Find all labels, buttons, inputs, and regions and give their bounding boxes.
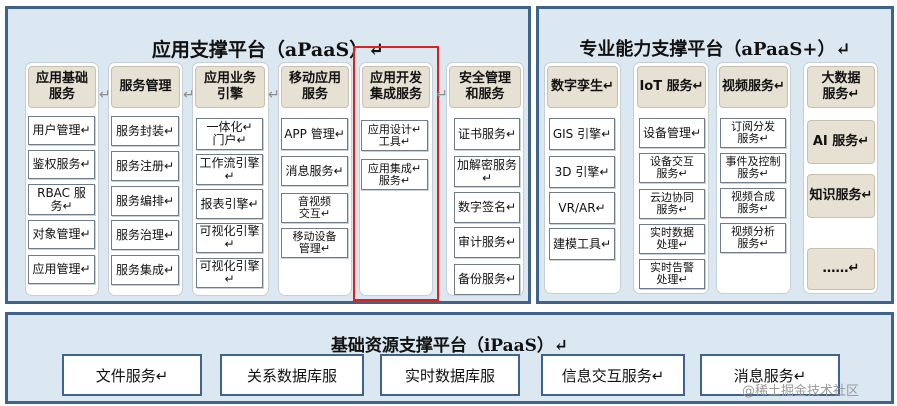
item-modeling-tool: 建模工具↵ xyxy=(549,228,615,260)
item-mobile-device-management: 移动设备 管理↵ xyxy=(281,228,348,258)
item-object-management: 对象管理↵ xyxy=(28,220,95,249)
item-device-interaction-service: 设备交互 服务↵ xyxy=(639,153,705,183)
item-relational-database: 关系数据库服 xyxy=(220,354,364,396)
item-service-integration: 服务集成↵ xyxy=(111,255,179,285)
item-ai-service: AI 服务↵ xyxy=(807,120,875,164)
item-service-registration: 服务注册↵ xyxy=(111,151,179,181)
item-audio-video-interaction: 音视频 交互↵ xyxy=(281,193,348,223)
return-arrow-icon: ↵ xyxy=(268,87,280,103)
item-message-service-base: 消息服务↵ xyxy=(700,354,840,396)
item-app-integration-service: 应用集成↵ 服务↵ xyxy=(361,159,428,190)
header-app-basic-services: 应用基础 服务 xyxy=(28,66,96,108)
item-authentication-service: 鉴权服务↵ xyxy=(28,150,95,179)
apaas-title: 应用支撑平台（aPaaS）↵ xyxy=(151,39,385,61)
item-cloud-edge-collaboration: 云边协同 服务↵ xyxy=(639,189,705,219)
item-app-management-mobile: APP 管理↵ xyxy=(281,118,348,150)
item-realtime-data-processing: 实时数据 处理↵ xyxy=(639,224,705,254)
item-audit-service: 审计服务↵ xyxy=(454,227,520,258)
return-arrow-icon: ↵ xyxy=(99,87,111,103)
item-digital-signature: 数字签名↵ xyxy=(454,192,520,223)
item-file-service: 文件服务↵ xyxy=(62,354,202,396)
item-service-encapsulation: 服务封装↵ xyxy=(111,116,179,146)
item-realtime-alarm-processing: 实时告警 处理↵ xyxy=(639,259,705,289)
item-message-service: 消息服务↵ xyxy=(281,156,348,186)
header-iot-services: IoT 服务↵ xyxy=(637,66,706,108)
item-visualization-engine-2: 可视化引擎↵ xyxy=(196,258,263,288)
item-app-design-tool: 应用设计↵ 工具↵ xyxy=(361,120,428,151)
header-big-data-services: 大数据 服务↵ xyxy=(807,66,875,108)
item-gis-engine: GIS 引擎↵ xyxy=(549,118,615,150)
item-video-analysis-service: 视频分析 服务↵ xyxy=(720,223,786,253)
item-info-exchange-service: 信息交互服务↵ xyxy=(541,354,685,396)
item-backup-service: 备份服务↵ xyxy=(454,264,520,295)
ipaas-title: 基础资源支撑平台（iPaaS）↵ xyxy=(330,336,569,356)
item-realtime-database: 实时数据库服 xyxy=(380,354,520,396)
item-workflow-engine: 工作流引擎↵ xyxy=(196,154,263,185)
item-event-control-service: 事件及控制 服务↵ xyxy=(720,153,786,183)
header-app-dev-integration: 应用开发 集成服务 xyxy=(362,66,430,108)
header-security-services: 安全管理 和服务 xyxy=(449,66,521,108)
item-visualization-engine-1: 可视化引擎↵ xyxy=(196,223,263,253)
return-arrow-icon: ↵ xyxy=(436,87,448,103)
item-certificate-service: 证书服务↵ xyxy=(454,118,520,150)
item-service-orchestration: 服务编排↵ xyxy=(111,186,179,216)
highlight-box xyxy=(353,46,439,301)
header-video-services: 视频服务↵ xyxy=(719,66,788,108)
item-integrated-portal: 一体化↵ 门户↵ xyxy=(196,118,263,150)
item-encryption-service: 加解密服务↵ xyxy=(454,156,520,187)
watermark: @稀土掘金技术社区 xyxy=(742,384,860,399)
item-ellipsis: ……↵ xyxy=(807,248,875,290)
header-service-management: 服务管理 xyxy=(111,66,180,108)
item-device-management: 设备管理↵ xyxy=(639,118,705,148)
header-digital-twin: 数字孪生↵ xyxy=(547,66,618,108)
item-subscription-distribution: 订阅分发 服务↵ xyxy=(720,118,786,148)
header-app-business-engine: 应用业务 引擎 xyxy=(195,66,265,108)
item-vr-ar: VR/AR↵ xyxy=(549,192,615,224)
item-3d-engine: 3D 引擎↵ xyxy=(549,156,615,188)
apaas-plus-title: 专业能力支撑平台（aPaaS+）↵ xyxy=(579,39,851,60)
item-service-governance: 服务治理↵ xyxy=(111,220,179,250)
return-arrow-icon: ↵ xyxy=(183,87,195,103)
item-app-management: 应用管理↵ xyxy=(28,255,95,284)
item-video-synthesis-service: 视频合成 服务↵ xyxy=(720,188,786,218)
header-mobile-app-services: 移动应用 服务 xyxy=(281,66,349,108)
item-user-management: 用户管理↵ xyxy=(28,116,95,145)
item-rbac-service: RBAC 服 务↵ xyxy=(28,184,95,215)
item-report-engine: 报表引擎↵ xyxy=(196,189,263,219)
item-knowledge-service: 知识服务↵ xyxy=(807,174,875,218)
